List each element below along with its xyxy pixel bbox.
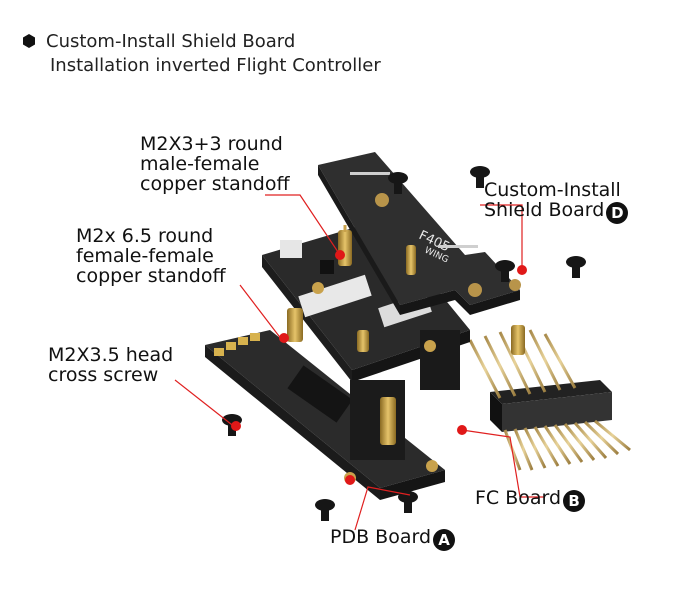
label-line: Custom-Install	[484, 179, 621, 201]
label-line: copper standoff	[76, 265, 226, 287]
label-line: M2X3.5 head	[48, 344, 174, 366]
marker-a: A	[433, 529, 456, 551]
label-line: M2x 6.5 round	[76, 225, 214, 247]
standoffs	[287, 225, 525, 445]
shield-board: F405 WING	[318, 152, 521, 315]
label-line: male-female	[140, 153, 260, 175]
marker-d: D	[606, 202, 629, 224]
label-standoff-6-5: M2x 6.5 round female-female copper stand…	[76, 226, 226, 286]
pin-header	[468, 329, 631, 471]
label-line: cross screw	[48, 364, 159, 386]
label-line: female-female	[76, 245, 214, 267]
label-line: copper standoff	[140, 173, 290, 195]
label-line: M2X3+3 round	[140, 133, 283, 155]
header-line-2: Installation inverted Flight Controller	[50, 55, 381, 76]
header-title: Custom-Install Shield Board	[46, 31, 296, 52]
callout-lines	[174, 194, 545, 531]
screws	[222, 166, 586, 521]
hexagon-bullet-icon	[23, 34, 35, 48]
header: Custom-Install Shield Board Installation…	[22, 30, 381, 78]
fc-board	[262, 220, 470, 390]
callout-dots	[231, 250, 527, 485]
label-standoff-3-3: M2X3+3 round male-female copper standoff	[140, 134, 290, 194]
marker-b: B	[563, 490, 586, 512]
header-line-1: Custom-Install Shield Board	[22, 30, 381, 54]
label-screw: M2X3.5 head cross screw	[48, 345, 173, 385]
pdb-board	[205, 330, 445, 500]
